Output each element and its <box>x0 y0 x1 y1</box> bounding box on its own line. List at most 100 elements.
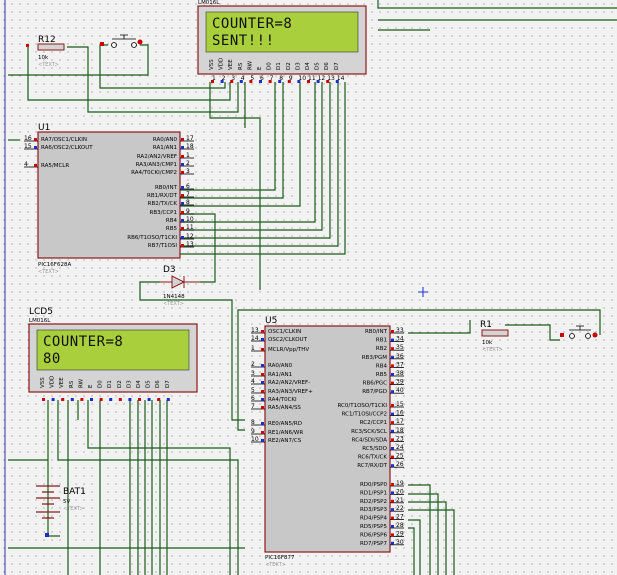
chip-pin-label: RB5 <box>166 226 178 232</box>
chip-pin-terminal <box>391 373 394 376</box>
battery-bat1[interactable]: BAT1 5V <TEXT> <box>36 485 86 537</box>
chip-pin-terminal <box>261 406 264 409</box>
chip-pin-label: RB5 <box>376 372 388 378</box>
switch-right-actuator <box>592 332 598 338</box>
lcd-pin-terminal <box>335 80 339 83</box>
chip-pin-label: RB0/INT <box>365 329 388 335</box>
lcd-pin-terminal <box>220 80 224 83</box>
chip-pin-label: RC5/SDO <box>362 446 387 452</box>
lcd-pin-terminal <box>239 80 243 83</box>
chip-pin-label: RE1/AN6/WR <box>268 430 303 436</box>
lcd-pin-label: D5 <box>315 62 321 70</box>
chip-pin-number: 9 <box>251 428 255 435</box>
chip-pin-label: RC4/SDI/SDA <box>352 437 388 443</box>
lcd-pin-number: 13 <box>327 75 335 82</box>
chip-pin-label: RB2/TX/CK <box>148 201 178 207</box>
lcd-pin-terminal <box>316 80 320 83</box>
chip-pin-terminal <box>181 227 184 230</box>
lcd-top-glass <box>205 11 359 53</box>
lcd-pin-number: 10 <box>298 75 306 82</box>
chip-pin-label: RA2/AN2/VREF <box>137 154 177 160</box>
lcd-pin-number: 1 <box>212 75 216 82</box>
r12[interactable]: R12 10k <TEXT> <box>26 35 65 68</box>
chip-pin-label: RC3/SCK/SCL <box>351 429 388 435</box>
chip-pin-label: RA5/AN4/SS <box>268 405 301 411</box>
chip-pin-label: OSC2/CLKOUT <box>268 337 308 343</box>
lcd-pin-terminal <box>268 80 272 83</box>
lcd-pin-number: 12 <box>318 75 326 82</box>
lcd-pin-label: D3 <box>126 380 132 388</box>
chip-pin-number: 35 <box>396 344 404 351</box>
lcd-pin-label: D4 <box>136 380 142 388</box>
chip-pin-label: RD5/PSP5 <box>360 524 388 530</box>
lcd-pin-label: D2 <box>117 380 123 388</box>
chip-pin-label: RA0/AN0 <box>153 137 178 143</box>
chip-pin-terminal <box>391 541 394 545</box>
lcd-pin-label: D7 <box>334 62 340 70</box>
chip-pin-label: RD6/PSP6 <box>360 532 388 538</box>
chip-pin-number: 13 <box>186 241 194 248</box>
chip-pin-number: 2 <box>251 361 255 368</box>
lcd-bottom-glass <box>36 329 190 371</box>
lcd-top[interactable]: LM016L COUNTER=8 SENT!!! VSS1VDD2VEE3RS4… <box>197 0 367 83</box>
chip-pin-terminal <box>391 429 394 433</box>
chip-pin-terminal <box>391 438 394 442</box>
chip-pin-number: 15 <box>24 143 32 150</box>
r1[interactable]: R1 10k <TEXT> <box>480 320 509 353</box>
chip-pin-number: 3 <box>251 370 255 377</box>
lcd-pin-label: D7 <box>165 380 171 388</box>
chip-pin-terminal <box>181 186 184 189</box>
chip-pin-label: RD4/PSP4 <box>360 516 388 522</box>
lcd-pin-label: RS <box>238 62 244 70</box>
chip-pin-number: 17 <box>186 135 194 142</box>
chip-pin-terminal <box>391 421 394 425</box>
chip-pin-label: RB2 <box>376 346 387 352</box>
chip-pin-terminal <box>181 163 184 166</box>
chip-pin-number: 3 <box>186 168 190 175</box>
chip-pin-number: 19 <box>396 480 404 487</box>
chip-pin-terminal <box>181 138 184 141</box>
chip-pin-number: 21 <box>396 497 404 504</box>
lcd-pin-label: D6 <box>155 380 161 388</box>
chip-pin-label: RB4 <box>376 363 388 369</box>
lcd-bottom-line1: COUNTER=8 <box>43 334 123 350</box>
chip-pin-label: RB7/PGD <box>362 389 387 395</box>
chip-pin-number: 22 <box>396 505 404 512</box>
u1-body <box>37 131 181 259</box>
lcd-pin-terminal <box>166 398 170 401</box>
u5-body <box>264 325 391 553</box>
chip-pin-number: 7 <box>251 403 255 410</box>
chip-pin-terminal <box>391 464 394 468</box>
r1-body <box>481 329 509 337</box>
bat1-cells <box>36 485 60 519</box>
chip-pin-terminal <box>391 508 394 512</box>
chip-pin-number: 29 <box>396 530 404 537</box>
lcd-top-pin-group: VSS1VDD2VEE3RS4RW5E6D07D18D29D310D411D51… <box>209 58 345 83</box>
lcd-pin-terminal <box>230 80 234 83</box>
chip-pin-number: 30 <box>396 539 404 546</box>
chip-pin-label: RB4 <box>166 218 178 224</box>
lcd-pin-terminal <box>51 398 55 401</box>
r12-ref: R12 <box>38 35 56 45</box>
chip-pin-label: OSC1/CLKIN <box>268 329 301 335</box>
diode-d3[interactable]: D3 1N4148 <TEXT> <box>160 265 200 307</box>
chip-pin-terminal <box>261 364 264 367</box>
bat1-pin <box>45 533 49 537</box>
chip-pin-number: 26 <box>396 461 404 468</box>
lcd-top-line1: COUNTER=8 <box>212 16 292 32</box>
chip-pin-label: RA2/AN2/VREF- <box>268 380 310 386</box>
lcd-pin-terminal <box>147 398 151 401</box>
chip-pin-number: 1 <box>186 152 190 159</box>
pushbutton-right[interactable] <box>560 325 598 339</box>
u1-part: PIC16F628A <box>38 262 71 268</box>
u5-part: PIC16F877 <box>265 555 295 561</box>
pushbutton-top[interactable] <box>100 34 143 48</box>
chip-pin-terminal <box>261 439 264 442</box>
chip-pin-number: 28 <box>396 522 404 529</box>
